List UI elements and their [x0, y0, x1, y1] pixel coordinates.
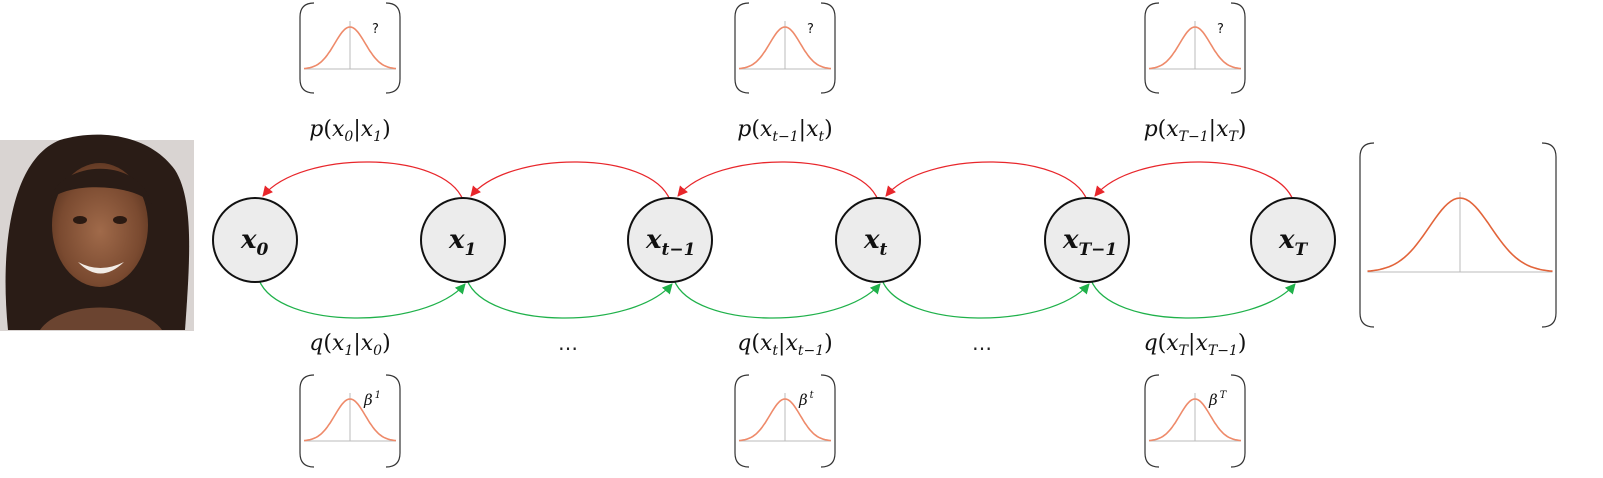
prior-distribution-box [1359, 142, 1557, 328]
left-bracket [299, 2, 315, 94]
probability-label: p(xt−1|xt) [737, 117, 832, 145]
state-node: xt [835, 197, 921, 283]
node-label: xT−1 [1062, 225, 1117, 260]
gaussian-curve [1148, 398, 1242, 442]
node-label: x0 [240, 225, 269, 260]
right-bracket [385, 374, 401, 468]
forward-arrow [258, 279, 466, 319]
node-label: xt−1 [645, 225, 695, 260]
node-label: xt [863, 225, 888, 260]
node-label: x1 [448, 225, 476, 260]
reverse-distribution-box: ? [299, 2, 401, 94]
right-bracket [820, 374, 836, 468]
left-bracket [1144, 2, 1160, 94]
reverse-labels: p(x0|x1) p(xt−1|xt) p(xT−1|xT) [309, 117, 1246, 145]
reverse-distribution-box: ? [734, 2, 836, 94]
gaussian-curve [1148, 26, 1242, 70]
probability-label: q(xt|xt−1) [737, 331, 832, 359]
prior-distribution-box [1359, 142, 1557, 328]
state-nodes: x0 x1 xt−1 xt xT−1 xT [212, 197, 1336, 283]
right-bracket [820, 2, 836, 94]
reverse-arrow [470, 161, 671, 201]
left-bracket [299, 374, 315, 468]
right-bracket [1541, 142, 1557, 328]
node-circle [212, 197, 298, 283]
left-bracket [1144, 374, 1160, 468]
probability-label: q(x1|x0) [309, 331, 390, 359]
ellipsis: … [558, 331, 578, 355]
reverse-distribution-box: ? [1144, 2, 1246, 94]
gaussian-curve [1367, 197, 1553, 272]
reverse-arrow [885, 161, 1088, 201]
left-bracket [734, 2, 750, 94]
state-node: xT−1 [1044, 197, 1130, 283]
probability-label: p(xT−1|xT) [1144, 117, 1247, 145]
ellipsis-markers: … … [558, 331, 992, 355]
node-label: xT [1278, 225, 1309, 260]
forward-arrow [881, 279, 1090, 319]
forward-arrow [673, 279, 881, 319]
state-node: x0 [212, 197, 298, 283]
forward-arrows [258, 279, 1296, 319]
reverse-arrow [677, 161, 879, 201]
unknown-mark: ? [372, 22, 379, 37]
gaussian-curve [303, 398, 397, 442]
right-bracket [1230, 374, 1246, 468]
left-bracket [734, 374, 750, 468]
gaussian-curve [738, 26, 832, 70]
node-circle [627, 197, 713, 283]
left-bracket [1359, 142, 1375, 328]
reverse-distribution-boxes: ??? [299, 2, 1246, 94]
forward-arrow [466, 279, 673, 319]
state-node: xT [1250, 197, 1336, 283]
probability-label: q(xT|xT−1) [1144, 331, 1247, 359]
node-circle [1250, 197, 1336, 283]
unknown-mark: ? [807, 22, 814, 37]
ellipsis: … [972, 331, 992, 355]
forward-labels: q(x1|x0) q(xt|xt−1) q(xT|xT−1) [309, 331, 1246, 359]
reverse-arrow [262, 161, 464, 201]
reverse-arrows [262, 161, 1294, 201]
unknown-mark: ? [1217, 22, 1224, 37]
node-circle [420, 197, 506, 283]
probability-label: p(x0|x1) [309, 117, 390, 145]
gaussian-curve [738, 398, 832, 442]
face-photo-icon [0, 134, 194, 331]
state-node: xt−1 [627, 197, 713, 283]
reverse-arrow [1094, 161, 1294, 201]
node-circle [835, 197, 921, 283]
right-bracket [1230, 2, 1246, 94]
forward-arrow [1090, 279, 1296, 319]
right-bracket [385, 2, 401, 94]
gaussian-curve [303, 26, 397, 70]
state-node: x1 [420, 197, 506, 283]
node-circle [1044, 197, 1130, 283]
